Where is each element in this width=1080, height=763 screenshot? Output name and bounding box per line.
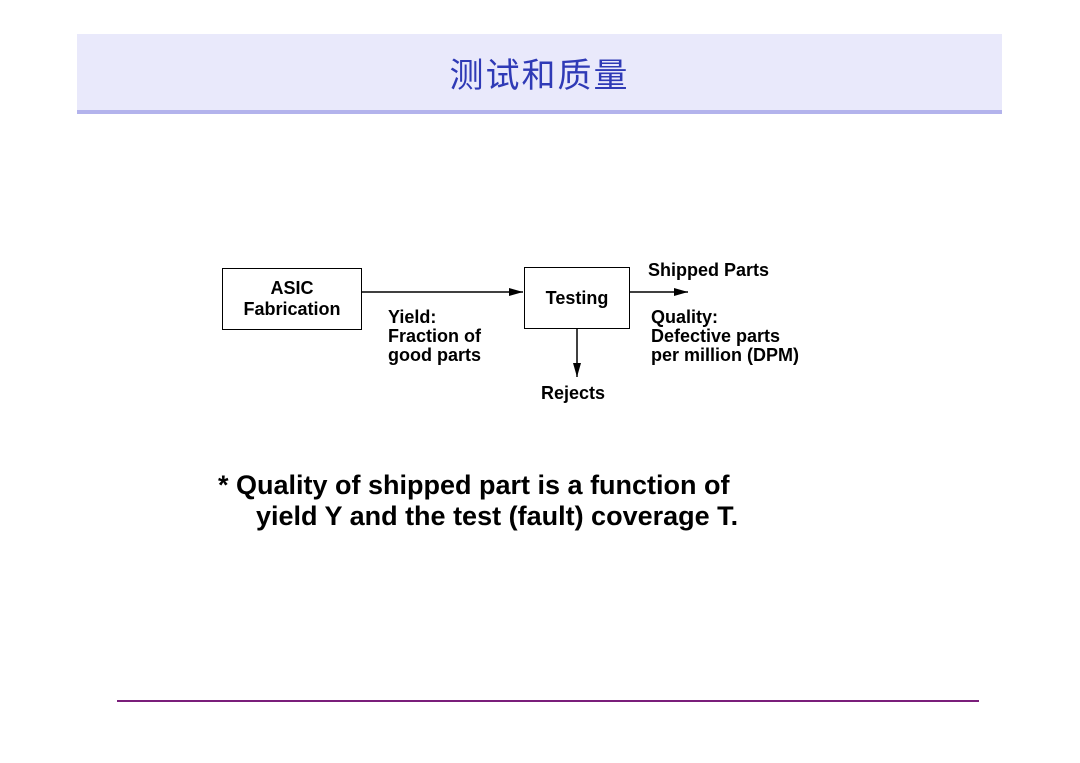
- quality-note: * Quality of shipped part is a function …: [218, 470, 738, 532]
- testing-box: Testing: [524, 267, 630, 329]
- quality-label: Quality: Defective parts per million (DP…: [651, 308, 799, 365]
- yield-label: Yield: Fraction of good parts: [388, 308, 481, 365]
- quality-label-line3: per million (DPM): [651, 345, 799, 365]
- quality-note-line1: * Quality of shipped part is a function …: [218, 470, 730, 500]
- yield-label-line2: Fraction of: [388, 326, 481, 346]
- slide-title: 测试和质量: [449, 55, 630, 96]
- yield-label-line1: Yield:: [388, 307, 437, 327]
- asic-box-line2: Fabrication: [243, 299, 341, 319]
- asic-fabrication-box: ASIC Fabrication: [222, 268, 362, 330]
- rejects-label: Rejects: [541, 383, 606, 403]
- footer-divider: [117, 700, 979, 702]
- yield-label-line3: good parts: [388, 345, 481, 365]
- asic-box-line1: ASIC: [270, 278, 314, 298]
- quality-label-line2: Defective parts: [651, 326, 781, 346]
- title-bar: 测试和质量: [77, 34, 1002, 114]
- quality-note-line2: yield Y and the test (fault) coverage T.: [256, 501, 739, 531]
- shipped-parts-label: Shipped Parts: [648, 260, 770, 280]
- quality-label-line1: Quality:: [651, 307, 719, 327]
- testing-box-label: Testing: [545, 287, 609, 308]
